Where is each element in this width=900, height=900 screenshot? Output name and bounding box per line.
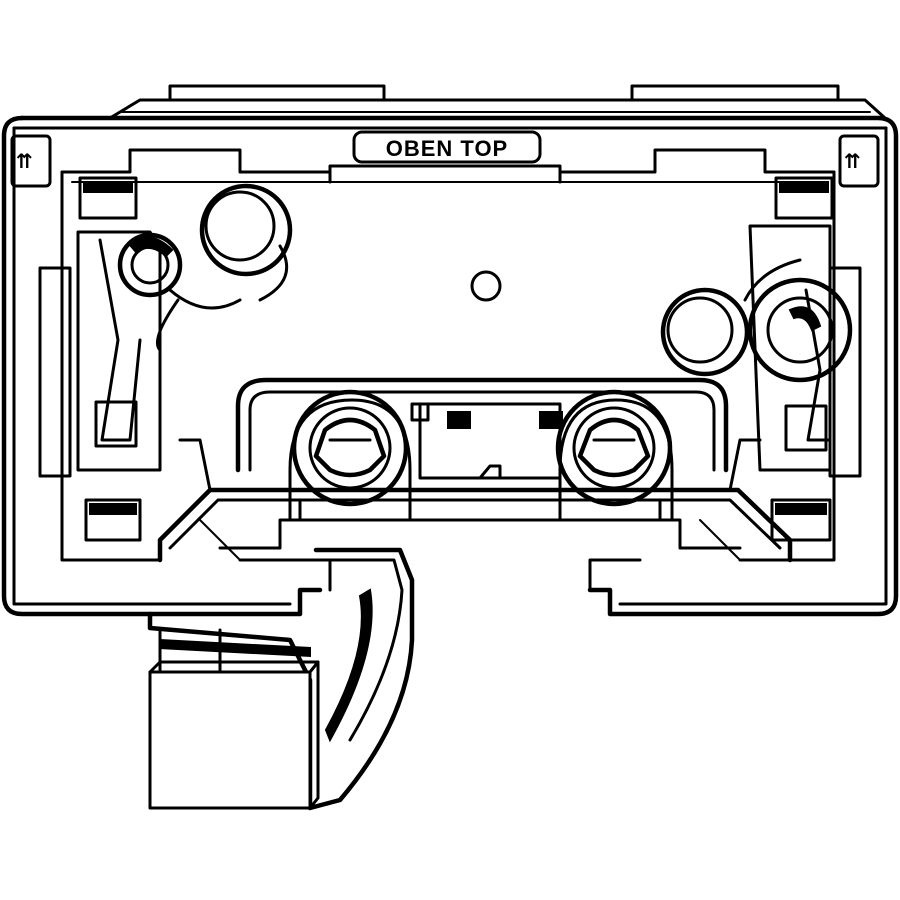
left-receiver [288,389,412,522]
label-plate: OBEN TOP [328,130,562,184]
oben-top-label: OBEN TOP [386,136,509,161]
top-rim [108,84,887,120]
inner-panel [60,148,836,562]
arrow-up-double-icon: ⇈ [16,149,33,173]
outer-frame [1,115,899,617]
arrow-up-double-icon: ⇈ [844,149,861,173]
base-rail [157,438,793,592]
right-lever-mechanism [747,176,862,542]
left-lever-mechanism [38,176,242,542]
orientation-mark-left: ⇈ [10,134,52,188]
left-round-stop [199,183,293,302]
central-bridge [235,377,729,480]
lower-bracket [147,547,415,811]
right-round-stop [660,258,802,377]
orientation-mark-right: ⇈ [838,134,880,188]
mounting-block [148,660,320,810]
center-hole [470,270,502,302]
